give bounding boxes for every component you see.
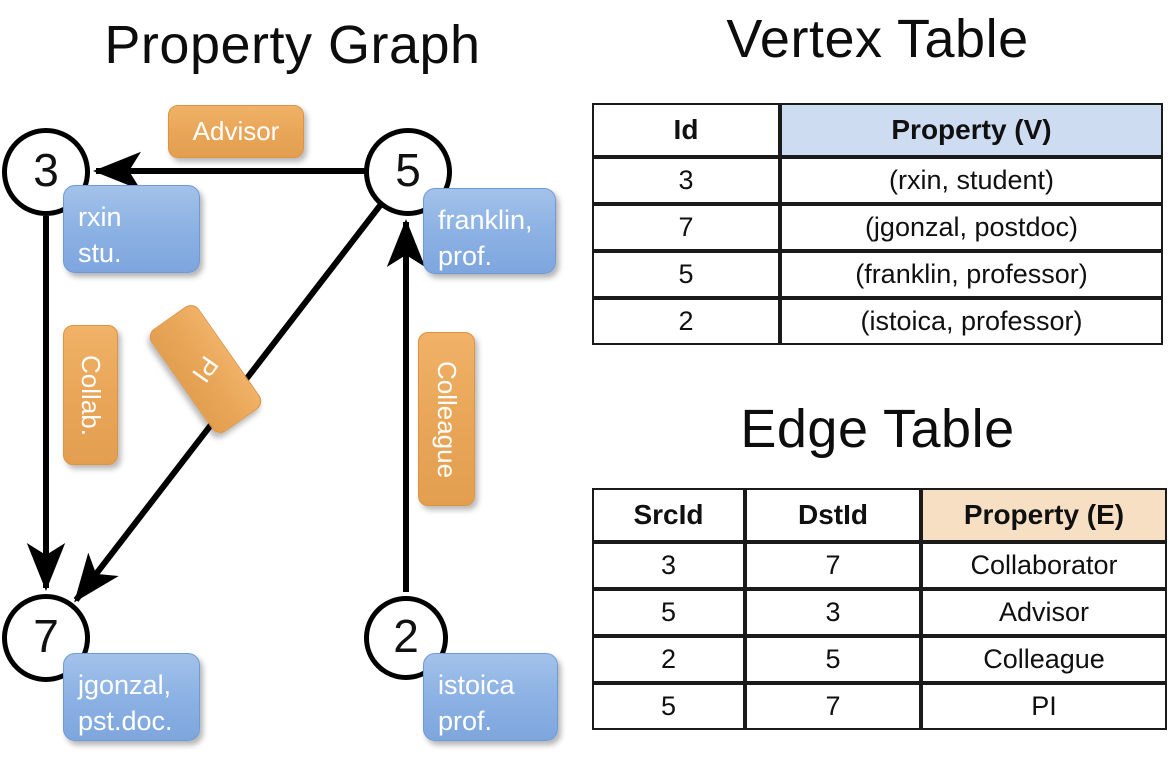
vertex-row-3-property: (istoica, professor) xyxy=(780,298,1163,345)
vertex-7-property-box[interactable]: jgonzal, pst.doc. xyxy=(63,653,200,741)
vertex-row-0-id: 3 xyxy=(592,157,780,204)
edge-label-pi-text: PI xyxy=(186,350,226,388)
edge-table-header-row: SrcId DstId Property (E) xyxy=(592,488,1167,542)
vertex-table-header-id: Id xyxy=(592,103,780,157)
table-row[interactable]: 3 7 Collaborator xyxy=(592,542,1167,589)
graph-vertex-2[interactable]: 2 xyxy=(364,596,448,680)
table-row[interactable]: 5 7 PI xyxy=(592,683,1167,730)
table-row[interactable]: 5 3 Advisor xyxy=(592,589,1167,636)
page-title-vertex-table: Vertex Table xyxy=(726,9,1029,69)
vertex-3-property-name: rxin xyxy=(78,202,122,232)
edge-row-2-property: Colleague xyxy=(921,636,1167,683)
vertex-2-id: 2 xyxy=(393,610,419,662)
graph-vertex-5[interactable]: 5 xyxy=(364,128,452,216)
vertex-row-0-property: (rxin, student) xyxy=(780,157,1163,204)
vertex-7-property-role: pst.doc. xyxy=(78,706,173,736)
vertex-5-property-role: prof. xyxy=(438,241,493,271)
vertex-row-3-id: 2 xyxy=(592,298,780,345)
edge-row-0-src: 3 xyxy=(592,542,745,589)
edge-row-0-property: Collaborator xyxy=(921,542,1167,589)
vertex-2-property-name: istoica xyxy=(438,670,515,700)
vertex-table-header-property: Property (V) xyxy=(780,103,1163,157)
page-title-property-graph: Property Graph xyxy=(104,15,481,75)
vertex-2-property-box[interactable]: istoica prof. xyxy=(423,653,558,741)
table-row[interactable]: 3 (rxin, student) xyxy=(592,157,1163,204)
table-row[interactable]: 7 (jgonzal, postdoc) xyxy=(592,204,1163,251)
vertex-3-id: 3 xyxy=(33,144,59,196)
edge-label-advisor[interactable]: Advisor xyxy=(168,105,304,158)
edge-label-collab[interactable]: Collab. xyxy=(63,325,118,465)
vertex-3-property-role: stu. xyxy=(78,238,122,268)
edge-row-1-dst: 3 xyxy=(745,589,921,636)
vertex-2-property-role: prof. xyxy=(438,706,493,736)
edge-table: SrcId DstId Property (E) 3 7 Collaborato… xyxy=(592,488,1167,730)
vertex-5-property-name: franklin, xyxy=(438,205,533,235)
edge-row-3-src: 5 xyxy=(592,683,745,730)
table-row[interactable]: 2 5 Colleague xyxy=(592,636,1167,683)
edge-row-2-src: 2 xyxy=(592,636,745,683)
page-title-edge-table: Edge Table xyxy=(740,399,1015,459)
edge-table-header-srcid: SrcId xyxy=(592,488,745,542)
edge-row-1-src: 5 xyxy=(592,589,745,636)
edge-row-3-dst: 7 xyxy=(745,683,921,730)
vertex-7-id: 7 xyxy=(33,610,59,662)
vertex-table-header-row: Id Property (V) xyxy=(592,103,1163,157)
edge-row-3-property: PI xyxy=(921,683,1167,730)
vertex-row-2-property: (franklin, professor) xyxy=(780,251,1163,298)
edge-label-advisor-text: Advisor xyxy=(192,116,280,146)
vertex-row-1-property: (jgonzal, postdoc) xyxy=(780,204,1163,251)
table-row[interactable]: 2 (istoica, professor) xyxy=(592,298,1163,345)
vertex-row-1-id: 7 xyxy=(592,204,780,251)
vertex-5-property-box[interactable]: franklin, prof. xyxy=(423,188,556,274)
vertex-5-id: 5 xyxy=(395,144,421,196)
edge-row-1-property: Advisor xyxy=(921,589,1167,636)
edge-row-0-dst: 7 xyxy=(745,542,921,589)
property-graph-diagram: 3 5 7 2 rxin stu. franklin, prof. jgonza… xyxy=(2,105,558,741)
edge-row-2-dst: 5 xyxy=(745,636,921,683)
vertex-3-property-box[interactable]: rxin stu. xyxy=(63,185,200,273)
vertex-table: Id Property (V) 3 (rxin, student) 7 (jgo… xyxy=(592,103,1163,345)
vertex-7-property-name: jgonzal, xyxy=(78,670,172,700)
edge-label-collab-text: Collab. xyxy=(76,354,106,436)
edge-label-colleague-text: Colleague xyxy=(432,360,462,478)
edge-table-header-dstid: DstId xyxy=(745,488,921,542)
vertex-row-2-id: 5 xyxy=(592,251,780,298)
edge-table-header-property: Property (E) xyxy=(921,488,1167,542)
edge-label-colleague[interactable]: Colleague xyxy=(418,332,475,506)
table-row[interactable]: 5 (franklin, professor) xyxy=(592,251,1163,298)
